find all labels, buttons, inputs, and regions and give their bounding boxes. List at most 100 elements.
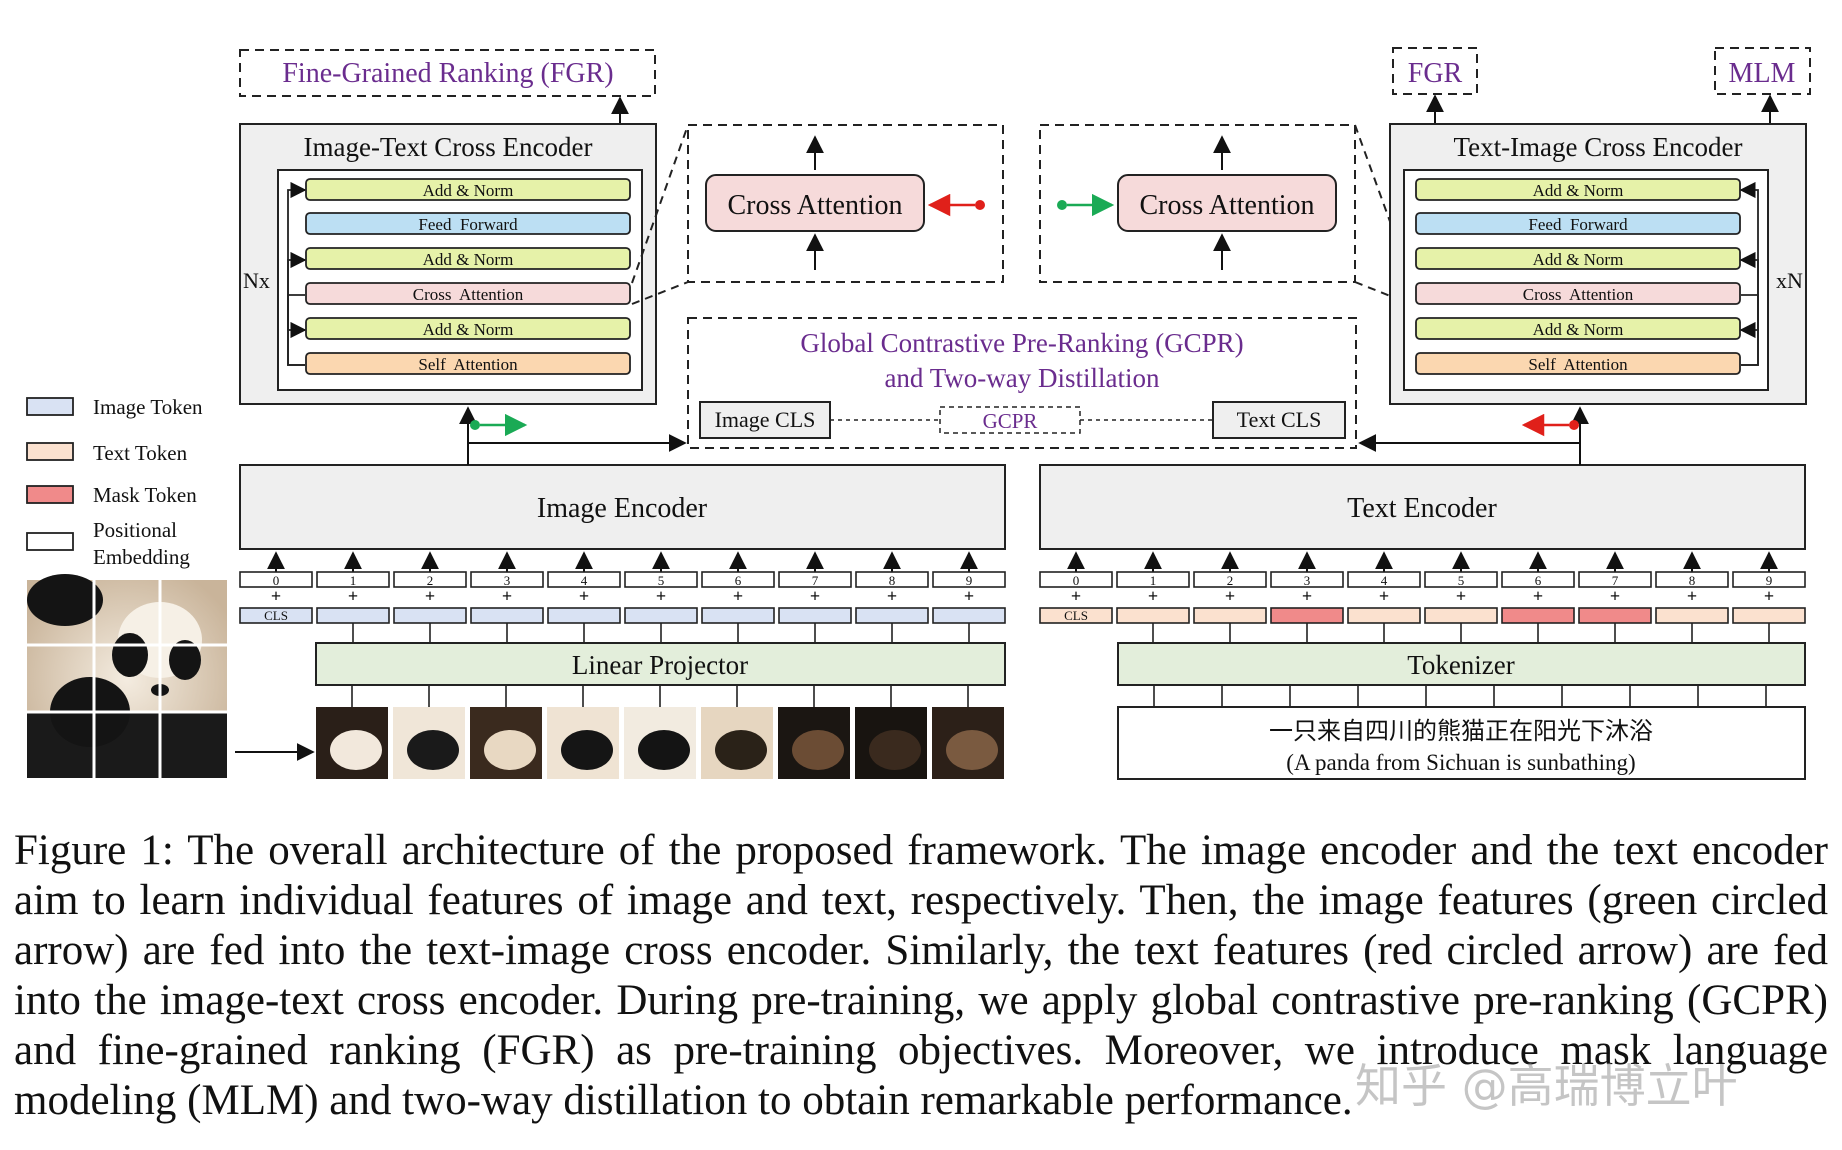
image-token-image [701, 607, 775, 624]
image-position-embedding [316, 571, 390, 588]
image-plus-icon: + [348, 586, 358, 606]
image-position-label: 2 [427, 573, 434, 588]
legend-mask-token: Mask Token [93, 483, 197, 507]
figure-caption: Figure 1: The overall architecture of th… [14, 827, 1828, 1124]
text-position-embedding [1347, 571, 1421, 588]
text-position-embedding [1424, 571, 1498, 588]
fgr-right-label: FGR [1408, 58, 1463, 89]
right-layer-add-norm-3-label: Add & Norm [1533, 320, 1624, 339]
gcpr-box: Global Contrastive Pre-Ranking (GCPR) an… [687, 317, 1357, 449]
image-patch-detail [407, 730, 459, 770]
image-position-embedding [855, 571, 929, 588]
text-token-mask [1578, 607, 1652, 624]
image-position-label: 8 [889, 573, 896, 588]
mlm-label: MLM [1729, 58, 1796, 89]
image-position-label: 1 [350, 573, 357, 588]
text-token-text [1347, 607, 1421, 624]
image-plus-icon: + [425, 586, 435, 606]
image-token-image [470, 607, 544, 624]
text-plus-icon: + [1764, 586, 1774, 606]
image-position-embedding [778, 571, 852, 588]
left-layer-add-norm-2 [305, 247, 631, 270]
left-layer-add-norm-1 [305, 178, 631, 201]
image-position-label: 7 [812, 573, 819, 588]
text-image-cross-encoder: Text-Image Cross Encoder xN Add & Norm F… [1389, 123, 1807, 405]
image-token-image [547, 607, 621, 624]
text-position-label: 0 [1073, 573, 1080, 588]
architecture-diagram: Fine-Grained Ranking (FGR) FGR MLM Image… [26, 47, 1811, 780]
text-position-label: 4 [1381, 573, 1388, 588]
fgr-left-output: Fine-Grained Ranking (FGR) [239, 49, 656, 97]
text-token-text [1039, 607, 1113, 624]
image-encoder [239, 464, 1006, 550]
text-token-text [1116, 607, 1190, 624]
zoom-left-label: Cross Attention [727, 190, 902, 221]
panda-image [27, 574, 227, 778]
red-feature-arrow-icon [1521, 413, 1579, 437]
watermark-text: 知乎 @高瑞博立叶 [1355, 1059, 1738, 1113]
right-cross-encoder-title: Text-Image Cross Encoder [1453, 132, 1742, 162]
text-position-embedding [1655, 571, 1729, 588]
gcpr-middle-label: GCPR [983, 409, 1038, 433]
text-token-text [1732, 607, 1806, 624]
image-patch-detail [561, 730, 613, 770]
left-layer-self-attention [305, 352, 631, 375]
text-position-label: 2 [1227, 573, 1234, 588]
right-layer-self-attention-label: Self Attention [1528, 355, 1628, 374]
left-layer-add-norm-2-label: Add & Norm [423, 250, 514, 269]
image-plus-icon: + [656, 586, 666, 606]
text-position-label: 1 [1150, 573, 1157, 588]
left-layer-cross-attention-label: Cross Attention [413, 285, 524, 304]
image-token-image [316, 607, 390, 624]
image-token-image [624, 607, 698, 624]
zoom-left-cross-attention: Cross Attention [687, 124, 1004, 283]
text-cls-label: CLS [1064, 608, 1088, 623]
image-plus-icon: + [733, 586, 743, 606]
left-layer-add-norm-3 [305, 317, 631, 340]
legend-image-token: Image Token [93, 395, 203, 419]
text-position-label: 3 [1304, 573, 1311, 588]
text-token-mask [1501, 607, 1575, 624]
image-plus-icon: + [271, 586, 281, 606]
right-layer-self-attention [1415, 352, 1741, 375]
image-token-image [393, 607, 467, 624]
left-layer-feed-forward-label: Feed Forward [418, 215, 518, 234]
text-token-text [1655, 607, 1729, 624]
left-layer-self-attention-label: Self Attention [418, 355, 518, 374]
legend-positional-1: Positional [93, 518, 177, 542]
image-patch-strip [316, 685, 1767, 779]
image-position-label: 6 [735, 573, 742, 588]
left-layer-feed-forward [305, 212, 631, 235]
text-position-label: 7 [1612, 573, 1619, 588]
tokenizer-label: Tokenizer [1407, 650, 1515, 680]
text-encoder-title: Text Encoder [1347, 493, 1497, 524]
text-input-zh: 一只来自四川的熊猫正在阳光下沐浴 [1269, 717, 1653, 745]
left-layer-cross-attention [305, 282, 631, 305]
green-feature-arrow-icon [470, 413, 528, 437]
right-layer-cross-attention [1415, 282, 1741, 305]
right-layer-feed-forward [1415, 212, 1741, 235]
tokenizer [1117, 642, 1806, 686]
text-position-embedding [1193, 571, 1267, 588]
text-position-embedding [1732, 571, 1806, 588]
image-cls-label: Image CLS [715, 407, 816, 432]
image-token-image [239, 607, 313, 624]
image-text-cross-encoder: Image-Text Cross Encoder Nx Add & Norm F… [239, 123, 657, 405]
right-layer-cross-attention-label: Cross Attention [1523, 285, 1634, 304]
text-plus-icon: + [1533, 586, 1543, 606]
right-layer-add-norm-2-label: Add & Norm [1533, 250, 1624, 269]
right-layer-add-norm-1 [1415, 178, 1741, 201]
image-position-embedding [239, 571, 313, 588]
right-layer-feed-forward-label: Feed Forward [1528, 215, 1628, 234]
image-patch-detail [330, 730, 382, 770]
text-plus-icon: + [1302, 586, 1312, 606]
text-position-label: 6 [1535, 573, 1542, 588]
text-position-embedding [1270, 571, 1344, 588]
legend-text-token: Text Token [93, 441, 188, 465]
image-patch-detail [946, 730, 998, 770]
image-position-embedding [393, 571, 467, 588]
zoom-right-label: Cross Attention [1139, 190, 1314, 221]
legend: Image Token Text Token Mask Token Positi… [26, 395, 203, 569]
image-plus-icon: + [579, 586, 589, 606]
left-repeat-label: Nx [243, 268, 270, 293]
